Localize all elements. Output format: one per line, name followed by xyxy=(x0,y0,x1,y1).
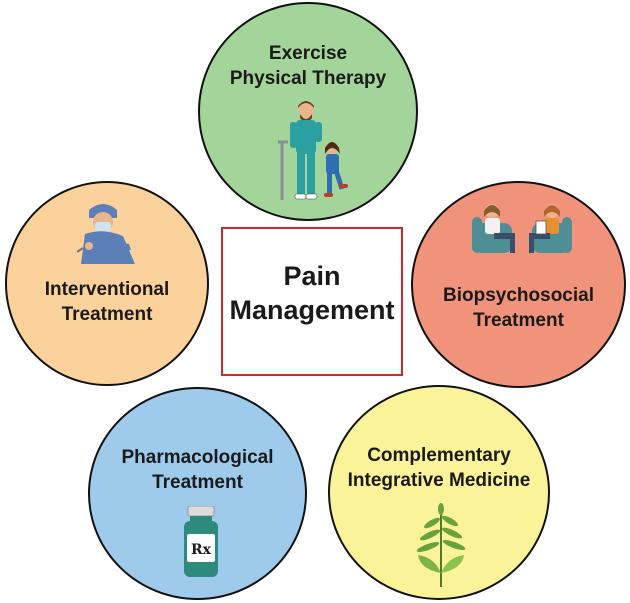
pain-management-title-line1: Pain xyxy=(283,261,341,291)
pain-management-title: Pain Management xyxy=(223,259,401,327)
counseling-session-icon xyxy=(472,204,572,253)
herb-plant-icon xyxy=(416,503,466,587)
interventional-circle: Interventional Treatment xyxy=(5,181,209,386)
pharmacological-label-line2: Treatment xyxy=(152,472,243,493)
bottle-rx-label: Rx xyxy=(191,542,212,558)
complementary-label: Complementary Integrative Medicine xyxy=(330,443,548,493)
interventional-label-line2: Treatment xyxy=(61,304,153,325)
interventional-label: Interventional Treatment xyxy=(7,277,207,327)
complementary-label-line2: Integrative Medicine xyxy=(347,470,531,491)
biopsychosocial-circle: Biopsychosocial Treatment xyxy=(411,181,626,388)
complementary-label-line1: Complementary xyxy=(367,445,511,466)
pharmacological-label-line1: Pharmacological xyxy=(121,447,274,468)
biopsychosocial-label: Biopsychosocial Treatment xyxy=(413,283,624,333)
complementary-circle: Complementary Integrative Medicine xyxy=(328,385,550,600)
biopsychosocial-label-line2: Treatment xyxy=(473,310,564,331)
surgeon-icon xyxy=(77,204,135,264)
exercise-circle: Exercise Physical Therapy xyxy=(198,2,418,221)
interventional-label-line1: Interventional xyxy=(44,279,170,300)
pain-management-title-line2: Management xyxy=(229,295,395,325)
pain-management-box: Pain Management xyxy=(221,227,403,376)
therapist-child-crutch-icon xyxy=(278,101,348,200)
exercise-label: Exercise Physical Therapy xyxy=(200,41,416,91)
pharmacological-label: Pharmacological Treatment xyxy=(90,445,305,495)
biopsychosocial-label-line1: Biopsychosocial xyxy=(443,285,594,306)
exercise-label-line2: Physical Therapy xyxy=(229,68,387,89)
prescription-bottle-icon: Rx xyxy=(184,506,218,577)
pharmacological-circle: Pharmacological Treatment Rx xyxy=(88,387,307,600)
exercise-label-line1: Exercise xyxy=(268,43,348,64)
